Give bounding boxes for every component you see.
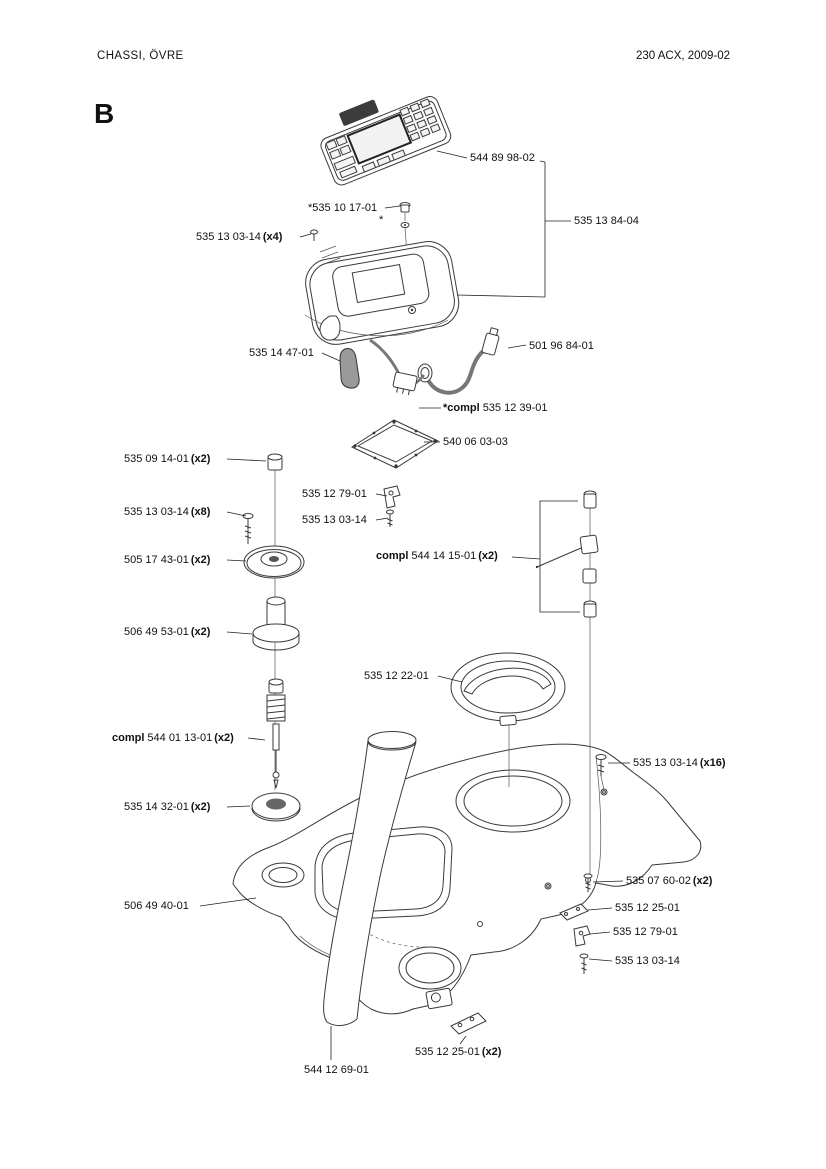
- plate-bottom-part: [450, 1012, 487, 1035]
- display-panel-part: [320, 96, 452, 186]
- part-label-gasket: 540 06 03-03: [443, 436, 508, 448]
- screw-x16-part: [595, 754, 607, 791]
- section-letter: B: [94, 98, 115, 129]
- rubber-seal-part: [339, 348, 360, 389]
- screw-lower-right-part: [579, 953, 589, 974]
- page-title: CHASSI, ÖVRE: [97, 50, 184, 62]
- part-label-tube: 544 12 69-01: [304, 1064, 369, 1076]
- part-label-plug: *535 10 17-01: [308, 202, 378, 214]
- part-label-screw-x4: 535 13 03-14(x4): [196, 231, 283, 243]
- antenna-clips-part: [535, 490, 599, 876]
- part-label-screw-lower-right: 535 13 03-14: [615, 955, 680, 967]
- clip-lower-part: [573, 925, 591, 947]
- part-label-cable: 501 96 84-01: [529, 340, 594, 352]
- part-label-plate-bottom: 535 12 25-01(x2): [415, 1046, 502, 1058]
- connector-part: [369, 338, 425, 396]
- part-label-screw-upper: 535 13 03-14: [302, 514, 367, 526]
- part-label-rubber-seal: 535 14 47-01: [249, 347, 314, 359]
- pin-assembly-part: [266, 678, 286, 789]
- part-label-clip-lower: 535 12 79-01: [613, 926, 678, 938]
- bushing-part: [252, 596, 300, 651]
- gasket-part: [350, 419, 440, 469]
- upper-clip-part: [383, 485, 401, 527]
- part-label-cap: 535 12 22-01: [364, 670, 429, 682]
- part-label-bushing: 506 49 53-01(x2): [124, 626, 211, 638]
- plate-right-part: [559, 903, 589, 921]
- flex-tube-part: [323, 731, 417, 1027]
- grommet-part: [251, 792, 301, 822]
- part-label-screw-x16: 535 13 03-14(x16): [633, 757, 726, 769]
- part-label-screw-x8: 535 13 03-14(x8): [124, 506, 211, 518]
- asterisk-mark: *: [379, 214, 384, 226]
- cap-part: [450, 652, 566, 787]
- part-label-clip-upper: 535 12 79-01: [302, 488, 367, 500]
- screw-x4-part: [310, 229, 318, 241]
- part-label-cover-assembly: 535 13 84-04: [574, 215, 639, 227]
- document-reference: 230 ACX, 2009-02: [636, 50, 730, 62]
- washer-disc-part: [243, 545, 305, 579]
- callout-lines: [199, 150, 630, 1060]
- part-label-washer: 505 17 43-01(x2): [124, 554, 211, 566]
- spacer-part: [267, 453, 283, 471]
- part-label-screw-x2-right: 535 07 60-02(x2): [626, 875, 713, 887]
- part-label-chassis: 506 49 40-01: [124, 900, 189, 912]
- part-label-spacer: 535 09 14-01(x2): [124, 453, 211, 465]
- screw-x2-right-part: [583, 873, 593, 892]
- part-label-display-panel: 544 89 98-02: [470, 152, 535, 164]
- cable-part: [417, 327, 500, 395]
- part-label-plate-right: 535 12 25-01: [615, 902, 680, 914]
- screw-x8-part: [242, 513, 254, 544]
- top-cover-part: [304, 241, 460, 345]
- part-label-grommet: 535 14 32-01(x2): [124, 801, 211, 813]
